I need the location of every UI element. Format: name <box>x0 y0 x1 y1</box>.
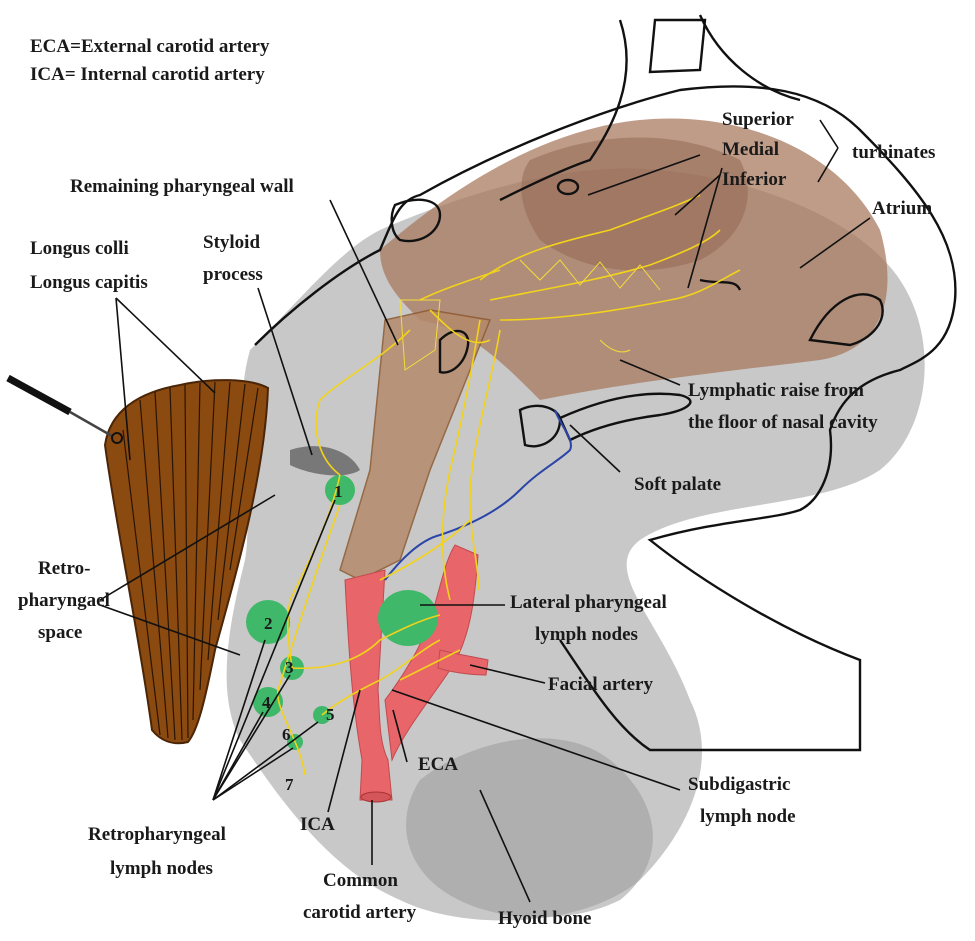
lymph-nodes <box>246 475 438 750</box>
node-number-6: 6 <box>282 725 291 744</box>
node-number-2: 2 <box>264 614 273 633</box>
label-retropharyngeal: Retropharyngeal <box>88 824 226 845</box>
node-number-5: 5 <box>326 705 335 724</box>
leader-lines <box>99 119 871 903</box>
legend-ica: ICA= Internal carotid artery <box>30 64 265 85</box>
label-lymphatic-raise: Lymphatic raise from <box>688 380 864 401</box>
node-number-1: 1 <box>334 482 343 501</box>
label-eca: ECA <box>418 754 458 775</box>
longus-muscle <box>103 379 270 745</box>
label-carotid-artery: carotid artery <box>303 902 417 923</box>
label-retro-lymph-nodes: lymph nodes <box>110 858 213 879</box>
label-floor-nasal-cavity: the floor of nasal cavity <box>688 412 878 433</box>
label-turbinates: turbinates <box>852 142 935 163</box>
label-longus-capitis: Longus capitis <box>30 272 148 293</box>
label-ica: ICA <box>300 814 335 835</box>
label-common: Common <box>323 870 398 891</box>
nasal-cavity-tissue <box>380 118 888 401</box>
label-atrium: Atrium <box>872 198 932 219</box>
label-superior: Superior <box>722 109 794 130</box>
blue-vessel <box>384 409 572 581</box>
label-lateral-lymph-nodes: lymph nodes <box>535 624 638 645</box>
retractor-instrument <box>6 374 123 444</box>
legend-eca: ECA=External carotid artery <box>30 36 270 57</box>
label-longus-colli: Longus colli <box>30 238 129 259</box>
label-retro-space-2: pharyngael <box>18 590 110 611</box>
label-retro-space-1: Retro- <box>38 558 90 579</box>
pharyngeal-wall <box>339 309 492 581</box>
label-lateral-pharyngeal: Lateral pharyngeal <box>510 592 667 613</box>
label-subdigastric: Subdigastric <box>688 774 790 795</box>
label-process: process <box>203 264 263 285</box>
label-facial-artery: Facial artery <box>548 674 653 695</box>
node-number-7: 7 <box>285 775 294 794</box>
node-number-3: 3 <box>285 658 294 677</box>
label-retro-space-3: space <box>38 622 82 643</box>
label-medial: Medial <box>722 139 779 160</box>
label-remaining-pharyngeal-wall: Remaining pharyngeal wall <box>70 176 294 197</box>
label-subdigastric-node: lymph node <box>700 806 796 827</box>
label-inferior: Inferior <box>722 169 787 190</box>
label-hyoid-bone: Hyoid bone <box>498 908 591 929</box>
label-styloid: Styloid <box>203 232 260 253</box>
node-number-4: 4 <box>262 693 271 712</box>
lymphatic-vessels <box>277 194 741 776</box>
label-soft-palate: Soft palate <box>634 474 721 495</box>
